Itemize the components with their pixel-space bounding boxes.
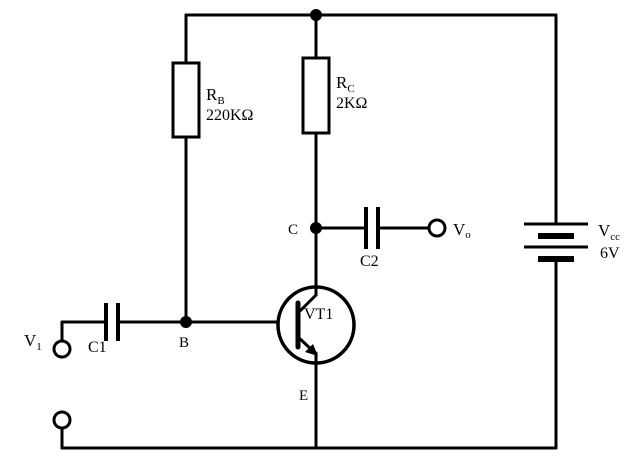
input-terminal (52, 339, 72, 359)
output-terminal (427, 218, 447, 238)
wires (60, 13, 558, 450)
rb-label: RB (206, 85, 225, 107)
input-label: V1 (24, 331, 42, 353)
resistor-rc-body (301, 56, 331, 135)
capacitor-c2 (364, 207, 380, 249)
c1-label: C1 (88, 339, 107, 356)
emitter-arrow (305, 344, 318, 356)
vcc-label: Vcc (598, 221, 620, 243)
junction-dot-c (310, 222, 322, 234)
node-e-label: E (299, 388, 308, 404)
battery-vcc (524, 222, 588, 262)
vcc-value: 6V (600, 245, 620, 262)
node-b-label: B (179, 335, 189, 351)
resistor-rb-body (171, 61, 201, 139)
rb-value: 220KΩ (206, 107, 254, 124)
rc-label: RC (336, 73, 355, 95)
rc-value: 2KΩ (336, 95, 368, 112)
output-label: Vo (453, 220, 471, 241)
capacitor-c1 (104, 303, 120, 341)
junction-dot-top (310, 9, 322, 21)
transistor-label: VT1 (304, 306, 333, 323)
collector-diagonal (296, 293, 318, 315)
c2-label: C2 (360, 253, 379, 270)
node-c-label: C (288, 222, 298, 238)
junction-dot-b (180, 316, 192, 328)
ground-terminal (52, 410, 72, 430)
